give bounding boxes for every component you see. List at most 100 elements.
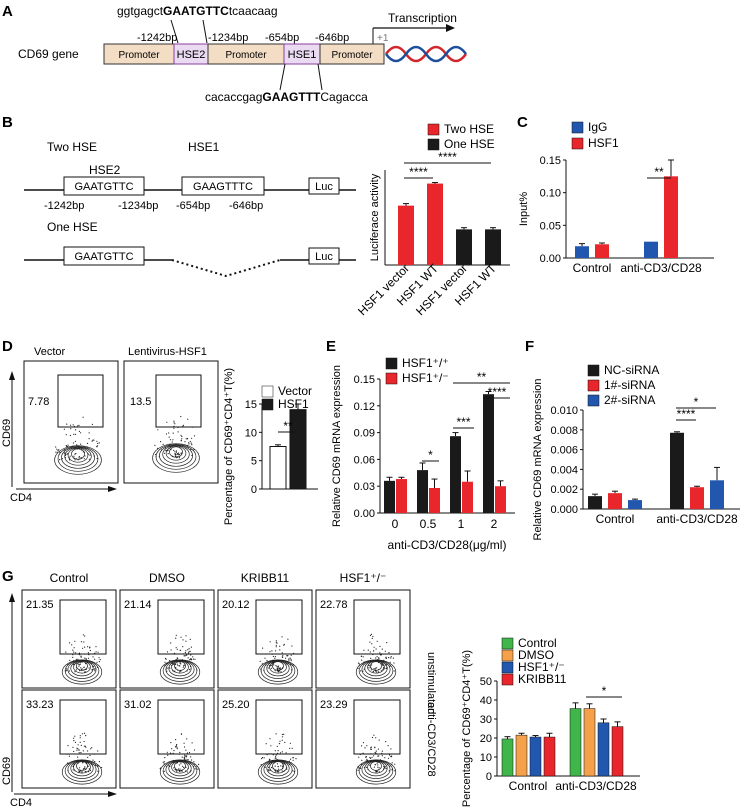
event-dot	[279, 649, 281, 651]
event-dot	[97, 750, 99, 752]
panel-label-f: F	[525, 338, 534, 355]
event-dot	[91, 440, 93, 442]
one-hse-label: One HSE	[47, 220, 98, 234]
y-axis-label: Luciferace activity	[369, 173, 381, 261]
significance-label: **	[283, 419, 293, 433]
gate-value: 25.20	[222, 699, 250, 711]
event-dot	[178, 753, 181, 755]
event-dot	[76, 747, 78, 749]
contour-line	[169, 446, 183, 458]
event-dot	[366, 745, 368, 747]
y-tick-label: 20	[480, 733, 492, 745]
event-dot	[94, 670, 96, 672]
event-dot	[372, 671, 374, 673]
event-dot	[186, 654, 188, 656]
two-hse-label: Two HSE	[47, 140, 97, 154]
event-dot	[198, 763, 200, 766]
event-dot	[177, 665, 179, 667]
bar	[569, 708, 582, 777]
event-dot	[185, 438, 187, 440]
event-dot	[73, 737, 75, 739]
event-dot	[83, 740, 85, 743]
event-dot	[65, 651, 67, 653]
event-dot	[97, 770, 99, 772]
event-dot	[78, 652, 80, 654]
event-dot	[69, 455, 71, 457]
event-dot	[188, 651, 190, 653]
event-dot	[368, 665, 370, 667]
event-dot	[192, 658, 195, 660]
event-dot	[174, 423, 176, 425]
event-dot	[89, 646, 91, 648]
event-dot	[75, 658, 77, 661]
event-dot	[96, 446, 98, 448]
event-dot	[163, 770, 165, 773]
contour-line	[260, 659, 296, 682]
event-dot	[288, 658, 290, 660]
event-dot	[375, 750, 377, 752]
event-dot	[381, 755, 383, 757]
event-dot	[177, 426, 179, 429]
legend-swatch	[427, 123, 440, 136]
flow-column-title: DMSO	[149, 571, 185, 585]
y-axis-label: Percentage of CD69⁺CD4⁺T(%)	[461, 650, 473, 807]
event-dot	[79, 767, 81, 769]
event-dot	[87, 652, 89, 654]
event-dot	[363, 649, 365, 651]
event-dot	[87, 756, 89, 759]
event-dot	[72, 769, 74, 771]
event-dot	[376, 640, 378, 642]
event-dot	[78, 653, 80, 655]
event-dot	[259, 660, 261, 662]
contour-line	[174, 661, 186, 671]
contour-line	[159, 444, 193, 467]
event-dot	[292, 770, 294, 772]
event-dot	[87, 646, 89, 648]
event-dot	[176, 663, 178, 665]
event-dot	[176, 746, 178, 748]
event-dot	[277, 766, 279, 768]
flow-gate	[157, 599, 205, 655]
event-dot	[72, 746, 74, 749]
bp-label: -654bp	[265, 32, 299, 44]
event-dot	[381, 663, 383, 666]
event-dot	[191, 659, 193, 661]
event-dot	[78, 664, 80, 666]
flow-title-vector: Vector	[34, 346, 66, 358]
event-dot	[281, 736, 284, 738]
flow-plot-frame	[315, 589, 411, 689]
event-dot	[178, 665, 181, 667]
y-tick-label: 0.12	[354, 401, 375, 413]
event-dot	[274, 750, 276, 752]
event-dot	[379, 654, 382, 656]
event-dot	[371, 756, 373, 759]
event-dot	[78, 752, 80, 754]
event-dot	[76, 444, 78, 446]
event-dot	[270, 664, 272, 666]
event-dot	[181, 756, 183, 758]
event-dot	[278, 743, 281, 745]
event-dot	[92, 656, 94, 658]
bar	[495, 486, 506, 513]
event-dot	[184, 652, 186, 654]
event-dot	[360, 767, 362, 770]
event-dot	[73, 651, 75, 653]
event-dot	[178, 454, 181, 456]
bar	[608, 493, 622, 509]
event-dot	[94, 658, 96, 660]
legend-swatch	[261, 385, 274, 398]
event-dot	[82, 762, 84, 764]
event-dot	[186, 771, 188, 773]
event-dot	[275, 733, 277, 735]
event-dot	[96, 445, 99, 447]
legend-label: IgG	[588, 120, 607, 134]
event-dot	[96, 458, 98, 460]
event-dot	[277, 750, 279, 752]
panel-label-a: A	[2, 3, 13, 20]
tss-label: +1	[377, 33, 389, 44]
event-dot	[55, 451, 57, 453]
contour-line	[165, 445, 187, 461]
event-dot	[172, 439, 174, 441]
